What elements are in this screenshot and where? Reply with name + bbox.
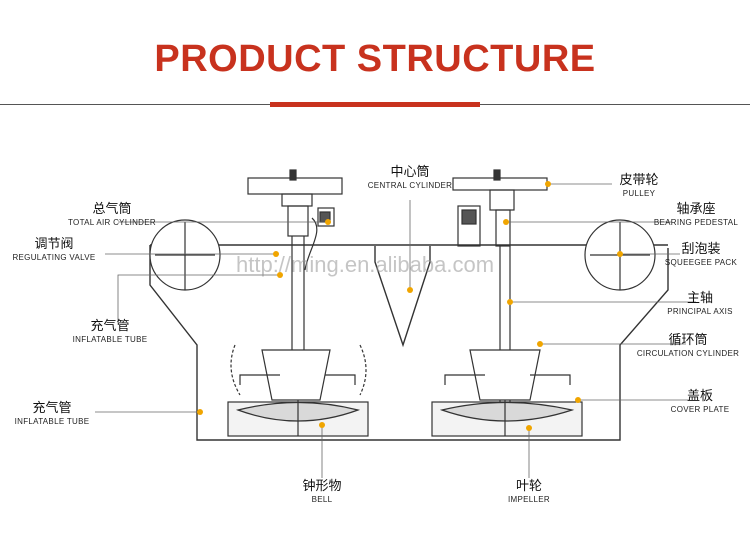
label-en: BEARING PEDESTAL bbox=[653, 218, 739, 228]
label-zh: 充气管 bbox=[90, 319, 130, 334]
leader-lines bbox=[95, 183, 696, 478]
label-inflatable-tube-2: 充气管 INFLATABLE TUBE bbox=[0, 401, 104, 427]
label-en: IMPELLER bbox=[508, 495, 550, 505]
label-zh: 叶轮 bbox=[515, 479, 542, 494]
label-en: INFLATABLE TUBE bbox=[72, 335, 148, 345]
label-zh: 充气管 bbox=[32, 401, 72, 416]
watermark: http://ming.en.alibaba.com bbox=[236, 252, 495, 277]
label-circulation-cylinder: 循环筒 CIRCULATION CYLINDER bbox=[630, 333, 746, 359]
label-en: COVER PLATE bbox=[670, 405, 730, 415]
label-zh: 调节阀 bbox=[34, 237, 74, 252]
label-en: INFLATABLE TUBE bbox=[14, 417, 90, 427]
label-inflatable-tube-1: 充气管 INFLATABLE TUBE bbox=[55, 319, 165, 345]
label-squeegee-pack: 刮泡装 SQUEEGEE PACK bbox=[656, 242, 746, 268]
label-regulating-valve: 调节阀 REGULATING VALVE bbox=[0, 237, 108, 263]
tank-outline bbox=[149, 244, 669, 441]
label-zh: 钟形物 bbox=[302, 479, 342, 494]
label-central-cylinder: 中心筒 CENTRAL CYLINDER bbox=[352, 165, 468, 191]
label-en: PULLEY bbox=[622, 189, 656, 199]
label-en: CENTRAL CYLINDER bbox=[367, 181, 453, 191]
label-bell: 钟形物 BELL bbox=[282, 479, 362, 505]
left-cell bbox=[149, 169, 369, 437]
label-zh: 刮泡装 bbox=[681, 242, 721, 257]
label-impeller: 叶轮 IMPELLER bbox=[494, 479, 564, 505]
label-en: SQUEEGEE PACK bbox=[664, 258, 738, 268]
label-zh: 总气筒 bbox=[92, 202, 132, 217]
label-en: PRINCIPAL AXIS bbox=[667, 307, 733, 317]
label-en: BELL bbox=[311, 495, 333, 505]
label-principal-axis: 主轴 PRINCIPAL AXIS bbox=[660, 291, 740, 317]
label-zh: 皮带轮 bbox=[619, 173, 659, 188]
label-pulley: 皮带轮 PULLEY bbox=[596, 173, 682, 199]
label-cover-plate: 盖板 COVER PLATE bbox=[660, 389, 740, 415]
leader-dots bbox=[197, 181, 623, 431]
label-zh: 轴承座 bbox=[676, 202, 716, 217]
page-title: PRODUCT STRUCTURE bbox=[154, 38, 596, 80]
right-cell bbox=[431, 169, 656, 437]
label-en: REGULATING VALVE bbox=[12, 253, 96, 263]
label-zh: 循环筒 bbox=[668, 333, 708, 348]
label-en: CIRCULATION CYLINDER bbox=[636, 349, 740, 359]
label-zh: 盖板 bbox=[686, 389, 713, 404]
label-total-air-cylinder: 总气筒 TOTAL AIR CYLINDER bbox=[52, 202, 172, 228]
label-bearing-pedestal: 轴承座 BEARING PEDESTAL bbox=[648, 202, 744, 228]
label-zh: 中心筒 bbox=[390, 165, 430, 180]
label-zh: 主轴 bbox=[686, 291, 713, 306]
header-accent-bar bbox=[270, 102, 480, 107]
label-en: TOTAL AIR CYLINDER bbox=[68, 218, 156, 228]
